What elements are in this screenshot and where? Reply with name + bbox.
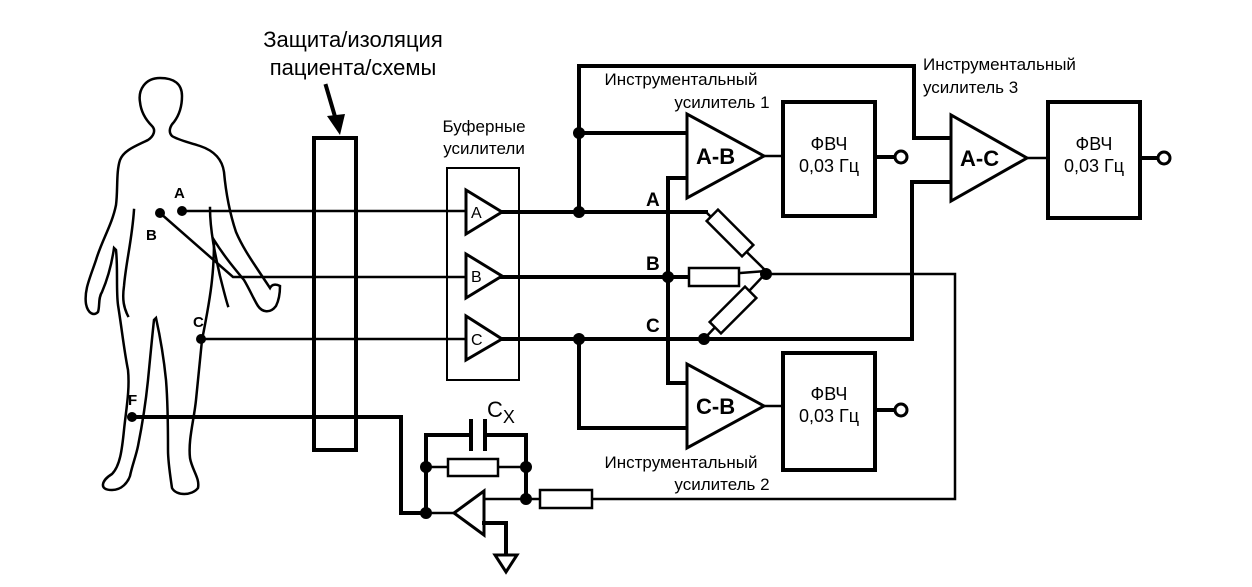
hpf-3-box — [1046, 100, 1142, 220]
resistor-a — [704, 207, 756, 259]
hpf-1-name: ФВЧ — [811, 134, 848, 154]
right-arm-inner — [208, 206, 230, 308]
instrumentation-amp-3 — [949, 112, 1031, 204]
buffer-amp-b-label: B — [471, 269, 482, 286]
output-terminal-1[interactable] — [893, 149, 909, 165]
buffer-label-line2: усилители — [443, 139, 525, 158]
wire-b — [158, 211, 468, 279]
hpf-1-box — [781, 100, 877, 218]
buffer-amp-a — [464, 187, 505, 237]
output-terminal-2[interactable] — [893, 402, 909, 418]
bus-a-label: A — [646, 190, 660, 211]
electrode-c-label: C — [193, 314, 204, 331]
buffer-group-box — [446, 167, 520, 381]
human-body-outline — [84, 76, 282, 496]
isolation-arrow-head — [327, 114, 345, 135]
isolation-label-line1: Защита/изоляция — [263, 27, 443, 52]
hpf-3-cutoff: 0,03 Гц — [1064, 156, 1124, 176]
wire-c-to-ia2 — [577, 337, 688, 430]
bus-b-label: B — [646, 254, 660, 275]
instrumentation-amp-2 — [685, 361, 768, 451]
rld-input-resistor — [538, 488, 594, 510]
hpf-3-name: ФВЧ — [1076, 134, 1113, 154]
junction-rld-1 — [420, 461, 432, 473]
hpf-2-name: ФВЧ — [811, 384, 848, 404]
wire-f — [130, 415, 428, 515]
hpf-2-box — [781, 351, 877, 472]
electrode-a-label: A — [174, 185, 185, 202]
ia3-caption-line1: Инструментальный — [923, 55, 1076, 74]
wire-c-to-ia3 — [910, 180, 952, 341]
resistor-c — [707, 284, 759, 336]
junction-b-bus — [662, 271, 674, 283]
junction-a-bus — [573, 206, 585, 218]
buffer-amp-a-label: A — [471, 205, 482, 222]
rld-feedback-resistor — [446, 457, 500, 478]
capacitor-cx-label: CX — [487, 397, 515, 427]
electrode-b-label: B — [146, 227, 157, 244]
buffer-amp-c — [464, 313, 505, 363]
wire-a-up — [577, 64, 952, 214]
isolation-label-line2: пациента/схемы — [270, 55, 437, 80]
ia2-caption-line2: усилитель 2 — [674, 475, 769, 494]
buffer-amp-c-label: C — [471, 332, 483, 349]
rld-opamp — [451, 488, 486, 538]
junction-c-res — [698, 333, 710, 345]
ia1-caption-line2: усилитель 1 — [674, 93, 769, 112]
ia1-label: A-B — [696, 144, 735, 169]
hpf-2-cutoff: 0,03 Гц — [799, 406, 859, 426]
output-terminal-3[interactable] — [1156, 150, 1172, 166]
wire-wilson-rld — [590, 272, 957, 501]
ia3-caption-line2: усилитель 3 — [923, 78, 1018, 97]
bus-c-label: C — [646, 316, 660, 337]
ia1-caption-line1: Инструментальный — [605, 70, 758, 89]
ia2-caption-line1: Инструментальный — [605, 453, 758, 472]
resistor-b — [687, 266, 741, 288]
instrumentation-amp-1 — [685, 111, 768, 201]
ground-icon — [492, 553, 520, 575]
hpf-1-cutoff: 0,03 Гц — [799, 156, 859, 176]
isolation-barrier — [312, 136, 358, 452]
buffer-label-line1: Буферные — [442, 117, 525, 136]
isolation-arrow-shaft — [323, 83, 339, 123]
ia3-label: A-C — [960, 146, 999, 171]
electrode-f-label: F — [128, 392, 137, 409]
left-arm-inner — [121, 208, 136, 318]
junction-a-top — [573, 127, 585, 139]
ia2-label: C-B — [696, 394, 735, 419]
rld-ground-wire — [482, 521, 508, 557]
junction-c-bus — [573, 333, 585, 345]
junction-rld-2 — [520, 461, 532, 473]
buffer-amp-b — [464, 251, 505, 301]
rld-feedback-cap-wire — [424, 433, 528, 515]
